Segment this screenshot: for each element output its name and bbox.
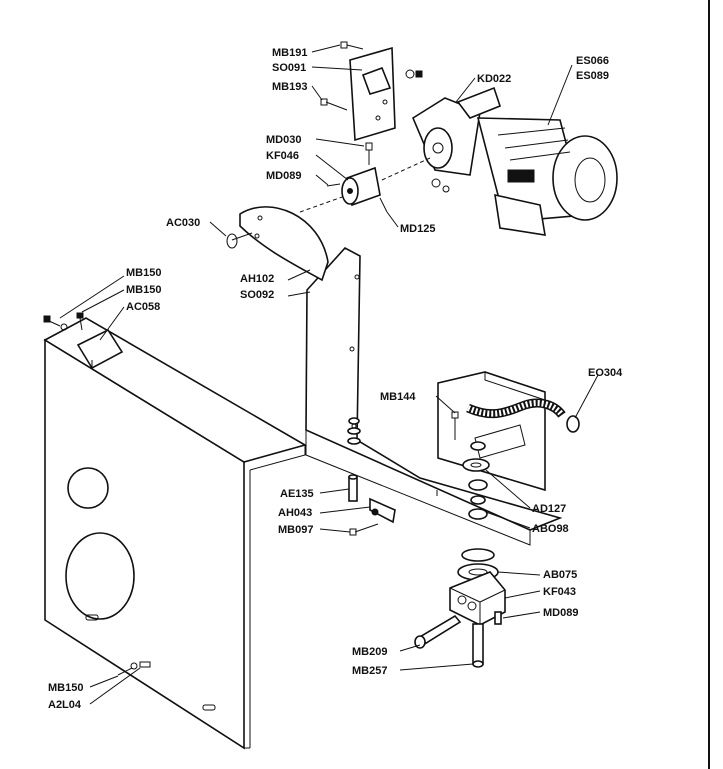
label-eo304: EO304 [588,367,623,379]
panel-hole-small [67,467,109,509]
label-ad127: AD127 [532,503,566,515]
bearing-stack-ad127 [462,441,490,520]
label-mb193: MB193 [272,81,307,93]
screw-mb150-bottom [117,661,151,676]
screw-md089-bottom [494,611,502,625]
label-ac058: AC058 [126,301,160,313]
label-kf046: KF046 [266,150,299,162]
block-kf043 [449,571,506,626]
label-mb209: MB209 [352,646,387,658]
label-md089-top: MD089 [266,170,301,182]
screw-mb209 [414,614,462,649]
leader-lines [59,44,599,705]
label-ae135: AE135 [280,488,314,500]
label-ah043: AH043 [278,507,312,519]
label-ah102: AH102 [240,273,274,285]
screw-mb193 [320,98,348,111]
label-mb150-a: MB150 [126,267,161,279]
hose-bracket [437,371,546,492]
label-ab075: AB075 [543,569,577,581]
bracket-ac058 [76,328,124,370]
pin-ae135 [348,474,358,502]
coupling-kf046 [341,166,381,207]
label-ac030: AC030 [166,217,200,229]
screw-md089-top [326,183,341,187]
page-border-line [708,0,710,769]
label-es066: ES066 [576,55,609,67]
screw-mb144 [451,411,459,440]
cabinet-panel [43,317,308,750]
label-mb097: MB097 [278,524,313,536]
label-mb191: MB191 [272,47,307,59]
motor-es066 [476,117,618,236]
panel-hole-large [65,532,135,620]
screw-mb257 [472,623,484,668]
label-mb150-c: MB150 [48,682,83,694]
label-kd022: KD022 [477,73,511,85]
washers-kd022 [431,178,450,193]
knob-ac030 [226,232,253,249]
label-a2l04: A2L04 [48,699,82,711]
label-abo98: ABO98 [532,523,569,535]
washer-stack [347,417,361,445]
clip-ah043 [369,497,396,524]
screw-md030 [365,142,373,165]
label-md125: MD125 [400,223,435,235]
nuts-so091 [405,69,423,79]
screw-md125 [379,197,388,213]
gearbox-kd022 [411,86,501,176]
label-so091: SO091 [272,62,306,74]
label-es089: ES089 [576,70,609,82]
screw-mb097 [349,523,379,536]
guard-ah102 [239,206,329,282]
label-kf043: KF043 [543,586,576,598]
label-mb150-b: MB150 [126,284,161,296]
label-mb257: MB257 [352,665,387,677]
label-mb144: MB144 [380,391,416,403]
l-bracket-so092 [305,247,563,546]
label-md030: MD030 [266,134,301,146]
motor-mount-plate-so091 [349,46,396,142]
part-labels: MB191 SO091 MB193 KD022 ES066 ES089 MD03… [48,47,623,711]
screw-mb191 [340,41,364,50]
label-so092: SO092 [240,289,274,301]
screw-mb150-pair [43,312,84,331]
hose-eo304 [466,398,580,433]
label-md089-bottom: MD089 [543,607,578,619]
alignment-lines [299,157,431,213]
